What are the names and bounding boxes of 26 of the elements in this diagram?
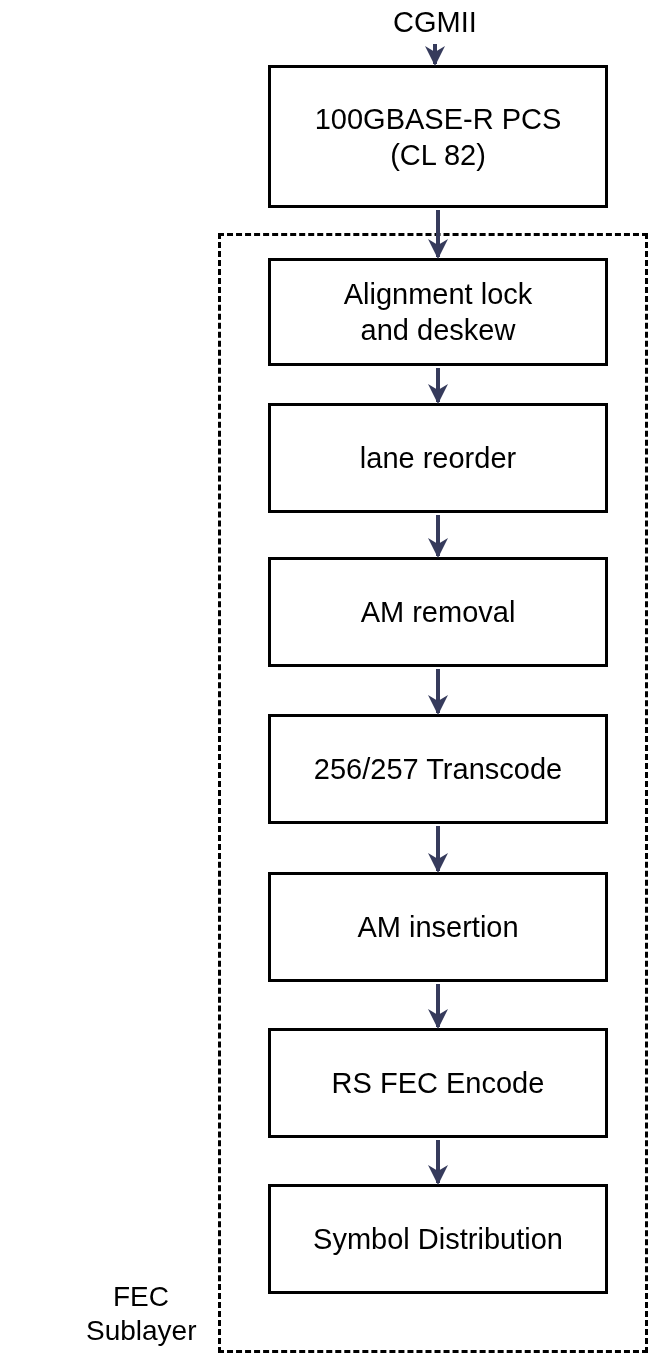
node-label: lane reorder: [359, 441, 517, 476]
arrow: [428, 368, 448, 404]
process-box: [268, 872, 608, 982]
sublayer-label: FEC Sublayer: [86, 1280, 196, 1348]
node-label: 100GBASE-R PCS (CL 82): [313, 101, 563, 173]
process-box: [268, 714, 608, 824]
node-label: RS FEC Encode: [331, 1066, 545, 1101]
process-box: [268, 557, 608, 667]
process-box: [268, 258, 608, 366]
node-label: 256/257 Transcode: [313, 752, 563, 787]
arrow: [428, 826, 448, 873]
process-box: [268, 403, 608, 513]
arrow: [428, 984, 448, 1029]
process-box: [268, 1028, 608, 1138]
node-label: CGMII: [393, 5, 477, 40]
arrow: [428, 515, 448, 558]
node-label: Symbol Distribution: [313, 1222, 563, 1257]
arrow: [428, 669, 448, 715]
process-box: [268, 65, 608, 208]
arrow: [425, 44, 445, 66]
node-label: AM removal: [360, 595, 516, 630]
arrow: [428, 210, 448, 259]
node-label: AM insertion: [357, 910, 519, 945]
arrow: [428, 1140, 448, 1185]
process-box: [268, 1184, 608, 1294]
node-label: Alignment lock and deskew: [342, 277, 534, 348]
